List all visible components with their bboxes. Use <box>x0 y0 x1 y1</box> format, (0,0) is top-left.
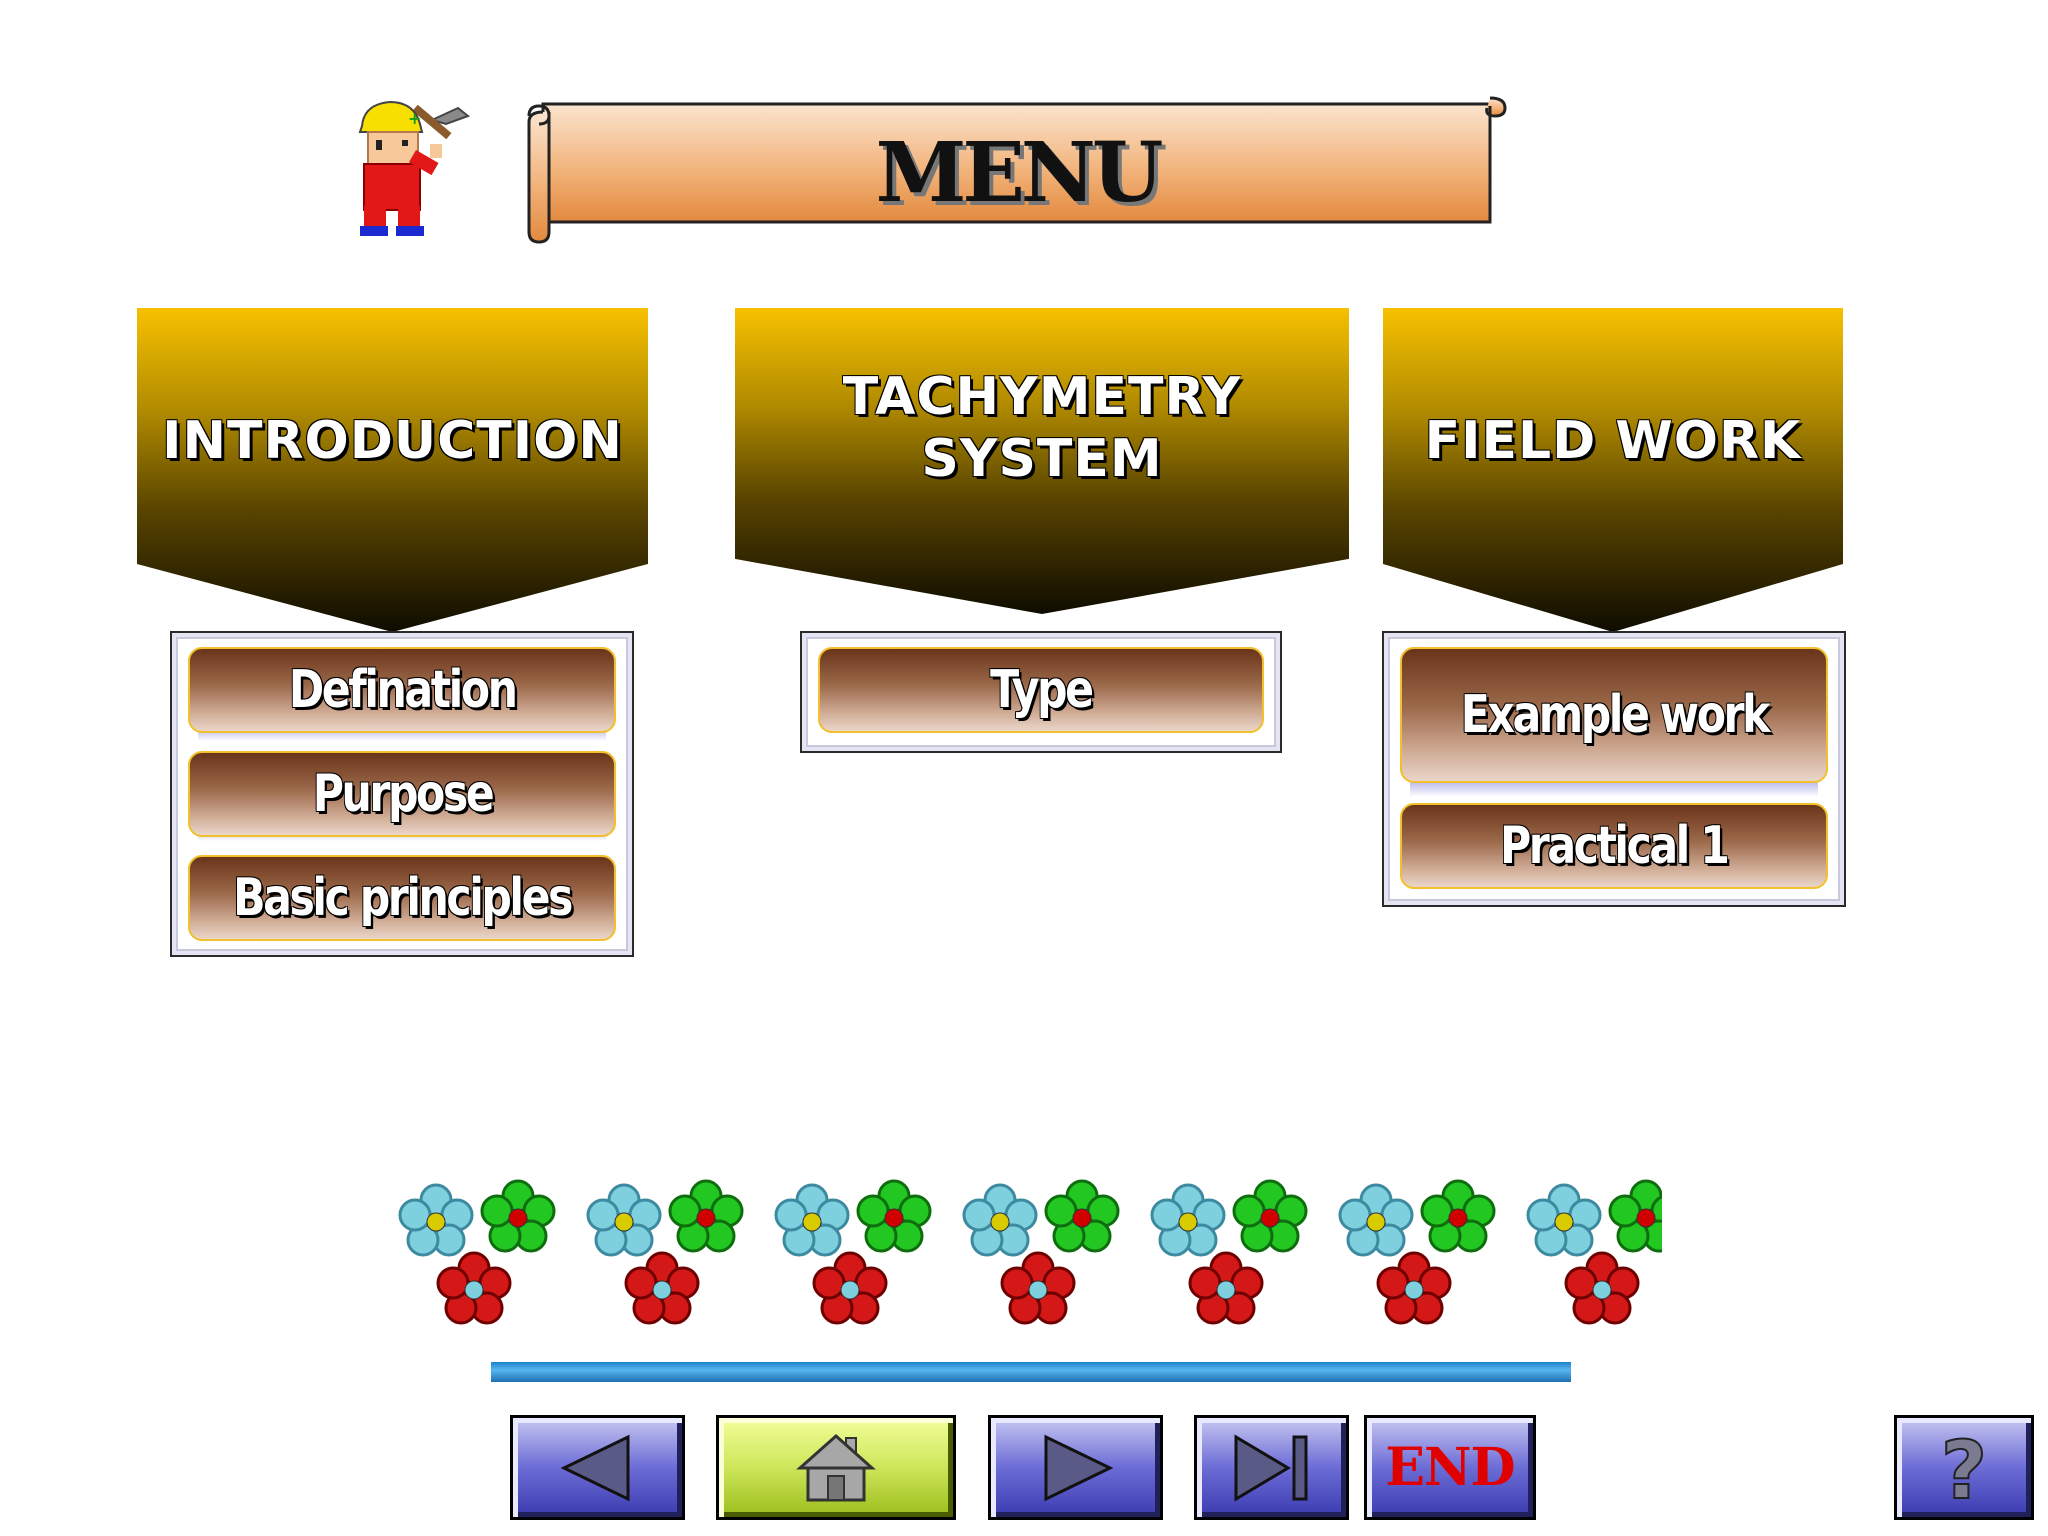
skip-to-end-icon <box>1234 1433 1307 1502</box>
category-heading: TACHYMETRY SYSTEM <box>843 366 1242 491</box>
type-button[interactable]: Type <box>818 647 1264 733</box>
end-button[interactable]: END <box>1364 1415 1536 1520</box>
flower-cluster <box>586 1179 744 1325</box>
green-flower-icon <box>1608 1179 1662 1253</box>
green-flower-icon <box>1044 1179 1120 1253</box>
home-button[interactable] <box>716 1415 956 1520</box>
triangle-left-icon <box>560 1434 629 1501</box>
category-heading: FIELD WORK <box>1424 411 1802 471</box>
category-heading: INTRODUCTION <box>162 411 623 471</box>
category-heading-line: TACHYMETRY <box>842 367 1242 427</box>
menu-banner <box>527 96 1507 244</box>
blue-flower-icon <box>1526 1183 1602 1257</box>
category-introduction[interactable]: INTRODUCTION <box>137 308 648 632</box>
tachymetry-submenu: Type <box>800 631 1282 753</box>
help-button[interactable]: ? <box>1894 1415 2034 1520</box>
introduction-submenu: Defination Purpose Basic principles <box>170 631 634 957</box>
green-flower-icon <box>1232 1179 1308 1253</box>
blue-flower-icon <box>774 1183 850 1257</box>
page-title: MENU <box>875 125 1164 221</box>
purpose-button[interactable]: Purpose <box>188 751 616 837</box>
svg-text:+: + <box>408 109 421 128</box>
red-flower-icon <box>436 1251 512 1325</box>
defination-button[interactable]: Defination <box>188 647 616 733</box>
previous-button[interactable] <box>510 1415 685 1520</box>
miner-mascot-icon: + <box>358 100 471 236</box>
green-flower-icon <box>1420 1179 1496 1253</box>
blue-flower-icon <box>1150 1183 1226 1257</box>
red-flower-icon <box>624 1251 700 1325</box>
green-flower-icon <box>856 1179 932 1253</box>
flower-cluster <box>1338 1179 1496 1325</box>
triangle-right-icon <box>1044 1434 1113 1501</box>
green-flower-icon <box>480 1179 556 1253</box>
house-icon <box>796 1433 876 1501</box>
example-work-button[interactable]: Example work <box>1400 647 1828 783</box>
category-field-work[interactable]: FIELD WORK <box>1383 308 1843 632</box>
svg-text:?: ? <box>1941 1428 1987 1508</box>
blue-flower-icon <box>586 1183 662 1257</box>
red-flower-icon <box>1564 1251 1640 1325</box>
blue-flower-icon <box>962 1183 1038 1257</box>
red-flower-icon <box>812 1251 888 1325</box>
divider-bar <box>491 1362 1571 1382</box>
blue-flower-icon <box>1338 1183 1414 1257</box>
question-mark-icon: ? <box>1940 1428 1988 1508</box>
next-button[interactable] <box>988 1415 1163 1520</box>
blue-flower-icon <box>398 1183 474 1257</box>
flower-cluster <box>774 1179 932 1325</box>
category-heading-line: SYSTEM <box>921 429 1163 490</box>
red-flower-icon <box>1376 1251 1452 1325</box>
red-flower-icon <box>1000 1251 1076 1325</box>
green-flower-icon <box>668 1179 744 1253</box>
red-flower-icon <box>1188 1251 1264 1325</box>
basic-principles-button[interactable]: Basic principles <box>188 855 616 941</box>
flower-cluster <box>1150 1179 1308 1325</box>
flower-cluster <box>1526 1179 1662 1325</box>
end-label: END <box>1385 1437 1515 1498</box>
flower-cluster <box>398 1179 556 1325</box>
flower-cluster <box>962 1179 1120 1325</box>
last-slide-button[interactable] <box>1194 1415 1349 1520</box>
field-work-submenu: Example work Practical 1 <box>1382 631 1846 907</box>
practical-1-button[interactable]: Practical 1 <box>1400 803 1828 889</box>
flower-decoration-row <box>398 1179 1662 1325</box>
category-tachymetry-system[interactable]: TACHYMETRY SYSTEM <box>735 308 1349 614</box>
